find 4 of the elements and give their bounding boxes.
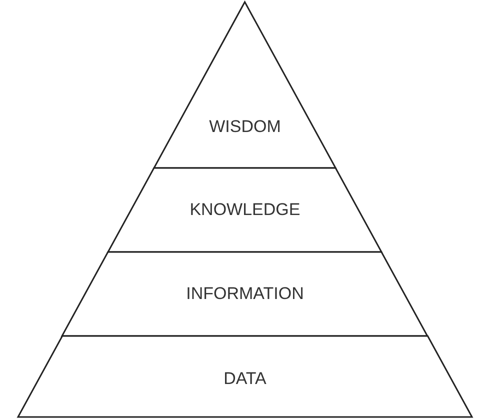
layer-label: INFORMATION bbox=[186, 284, 304, 304]
layer-label: DATA bbox=[224, 369, 266, 389]
layer-label: KNOWLEDGE bbox=[190, 200, 300, 220]
layer-label: WISDOM bbox=[209, 117, 281, 137]
